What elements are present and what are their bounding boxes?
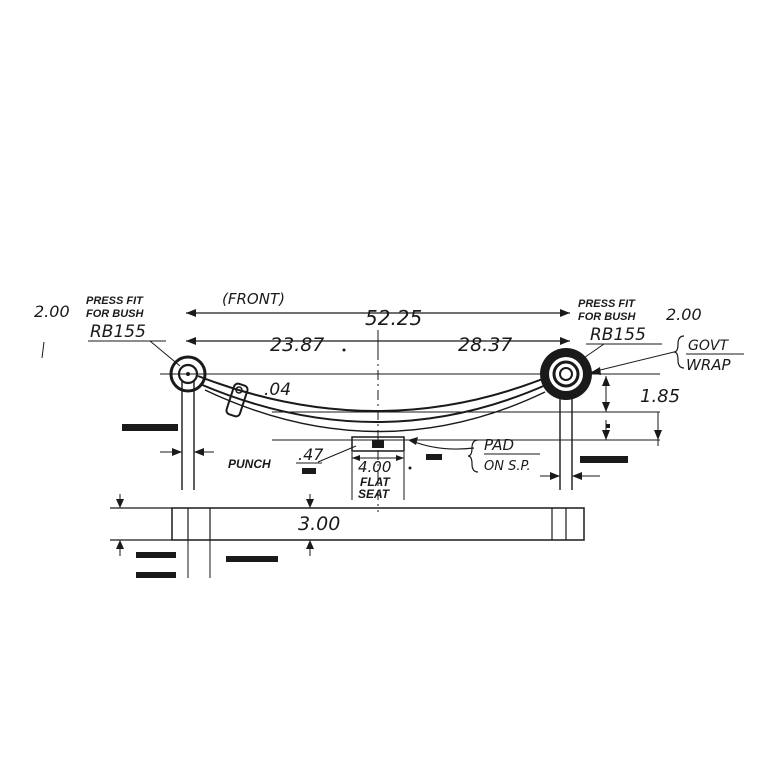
ink-blots	[122, 424, 628, 463]
govt-wrap-line1: GOVT	[688, 338, 729, 354]
leaf-section-view: 3.00	[110, 494, 585, 578]
eye-height-dimension: 1.85	[602, 376, 680, 446]
flat-seat-value: 4.00	[358, 458, 391, 476]
punch-label: PUNCH	[228, 457, 271, 471]
pad-line1: PAD	[484, 436, 514, 454]
flat-seat-line2: SEAT	[358, 487, 391, 501]
govt-wrap-line2: WRAP	[686, 356, 732, 374]
rear-segment-value: 28.37	[458, 334, 512, 356]
front-segment-value: 23.87	[270, 334, 324, 356]
segment-dimensions: 23.87 28.37	[186, 332, 570, 356]
left-eye-bushing: RB155	[90, 322, 146, 342]
flat-seat-line1: FLAT	[360, 475, 391, 489]
right-spring-eye	[540, 348, 592, 400]
right-eye-note-line2: FOR BUSH	[578, 311, 637, 323]
pad-line2: ON S.P.	[484, 459, 531, 474]
punch-value: .47	[298, 445, 324, 464]
leaf-spring-body	[197, 375, 551, 433]
left-eye-dimension: 2.00	[34, 302, 70, 321]
center-pad: 4.00 FLAT SEAT	[351, 436, 405, 501]
lower-blots	[136, 552, 278, 578]
eye-extension-lines	[160, 380, 600, 490]
rebound-clip	[225, 382, 249, 418]
front-label: (FRONT)	[222, 290, 285, 308]
pad-note: PAD ON S.P.	[408, 436, 540, 474]
overall-length-dimension: (FRONT) 52.25	[186, 290, 570, 330]
left-eye-note-line1: PRESS FIT	[86, 295, 144, 307]
speck	[408, 466, 412, 470]
camber-offset-value: .04	[264, 380, 291, 400]
left-eye-note-line2: FOR BUSH	[86, 308, 145, 320]
right-eye-bushing: RB155	[590, 325, 646, 345]
overall-length-value: 52.25	[365, 306, 422, 330]
govt-wrap-note: GOVT WRAP	[590, 335, 744, 375]
speck	[41, 341, 45, 359]
right-eye-note: PRESS FIT FOR BUSH 2.00 RB155	[577, 298, 702, 363]
right-eye-note-line1: PRESS FIT	[578, 298, 636, 310]
speck	[342, 348, 346, 352]
punch-note: PUNCH .47	[228, 445, 357, 474]
left-eye-note: 2.00 PRESS FIT FOR BUSH RB155	[34, 295, 181, 367]
left-spring-eye	[169, 355, 207, 393]
eye-height-value: 1.85	[640, 386, 680, 407]
leaf-width-value: 3.00	[298, 513, 340, 535]
right-eye-dimension: 2.00	[666, 305, 702, 324]
